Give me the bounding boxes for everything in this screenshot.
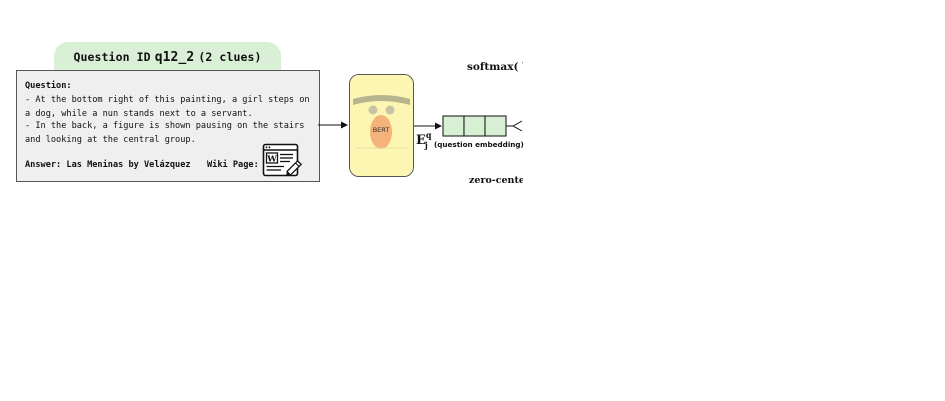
wiki-document-icon: W [262, 143, 303, 177]
question-id-prefix: Question ID [73, 50, 151, 64]
embedding-symbol-main: E [416, 133, 426, 148]
bert-muppet-icon [350, 75, 413, 176]
bert-label: BERT [372, 126, 390, 134]
embedding-cell-2 [463, 115, 486, 137]
question-id-tab: Question ID q12_2 (2 clues) [54, 42, 281, 72]
question-clue-count: (2 clues) [198, 50, 262, 64]
wiki-page-label: Wiki Page: [207, 160, 259, 170]
embedding-subscript: j [424, 140, 428, 150]
wiki-icon-letter: W [266, 154, 277, 164]
softmax-formula: softmax( W [467, 61, 523, 73]
answer-text: Answer: Las Meninas by Velázquez [25, 160, 191, 170]
question-label: Question: [25, 81, 72, 91]
question-id-value: q12_2 [154, 49, 195, 65]
zero-center-label: zero-center [469, 175, 523, 186]
question-clue-1: - At the bottom right of this painting, … [25, 95, 310, 119]
embedding-superscript: q [425, 130, 432, 140]
embedding-symbol: Ejq [416, 130, 434, 150]
question-clue-2: - In the back, a figure is shown pausing… [25, 121, 305, 145]
embedding-caption: (question embedding) [434, 140, 524, 149]
question-embedding-vector [442, 115, 507, 137]
embedding-cell-3 [484, 115, 507, 137]
embedding-branch-up [506, 120, 523, 127]
question-box: Question: - At the bottom right of this … [16, 70, 320, 182]
bert-encoder-box [349, 74, 414, 177]
embedding-branch-down [512, 125, 523, 132]
embedding-cell-1 [442, 115, 465, 137]
